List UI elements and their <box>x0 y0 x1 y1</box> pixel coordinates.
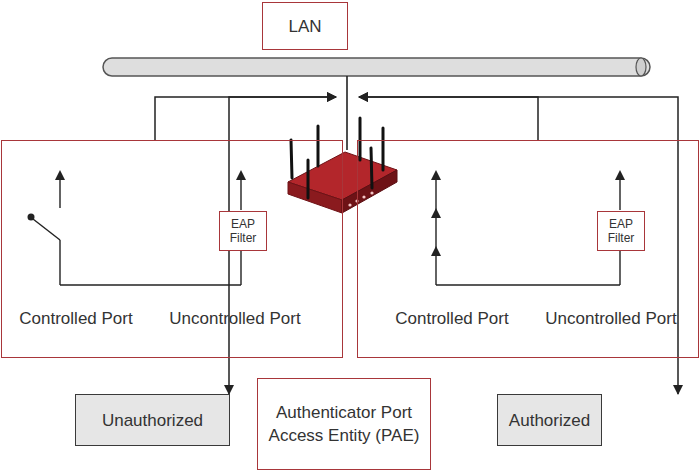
filter-box: EAP Filter <box>597 211 645 251</box>
node-label: EAP Filter <box>220 217 266 245</box>
arrow-head <box>55 170 65 180</box>
port-label: Controlled Port <box>392 307 512 330</box>
node-label: LAN <box>282 15 327 38</box>
arrow-head <box>615 170 625 180</box>
port-panel: Controlled Port Uncontrolled Port EAP Filt… <box>1 140 343 358</box>
arrow-head <box>431 246 441 256</box>
right-port-wiring <box>436 176 620 285</box>
port-label: Uncontrolled Port <box>165 307 305 330</box>
filter-box: EAP Filter <box>219 211 267 251</box>
node-label: Authenticator Port Access Entity (PAE) <box>258 401 430 447</box>
node-label: Authorized <box>503 409 596 432</box>
left-port-wiring <box>33 176 241 285</box>
port-label: Uncontrolled Port <box>541 307 681 330</box>
node-label: EAP Filter <box>598 217 644 245</box>
lan-box: LAN <box>262 2 348 50</box>
connector <box>359 97 538 140</box>
arrow-head <box>431 208 441 218</box>
pae-box: Authenticator Port Access Entity (PAE) <box>257 378 431 470</box>
port-panel: Controlled Port Uncontrolled Port EAP Filt… <box>357 140 699 358</box>
connector <box>359 97 678 394</box>
port-label: Controlled Port <box>16 307 136 330</box>
switch-contact <box>28 214 35 221</box>
connector <box>155 97 336 140</box>
state-box: Authorized <box>497 394 602 446</box>
state-box: Unauthorized <box>75 394 230 446</box>
node-label: Unauthorized <box>96 409 209 432</box>
lan-bus <box>103 58 650 76</box>
arrow-head <box>431 170 441 180</box>
bus-end <box>636 58 646 76</box>
stem-line <box>346 76 348 150</box>
arrow-head <box>236 170 246 180</box>
